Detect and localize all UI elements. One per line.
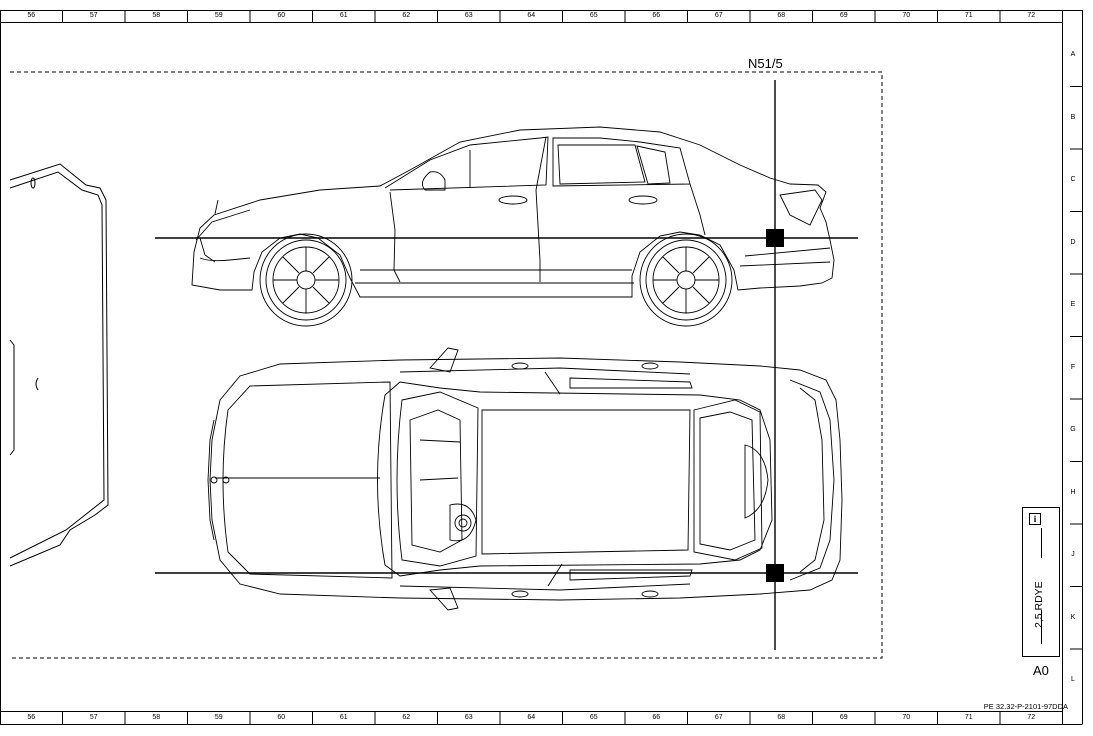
column-label-57: 57 (89, 12, 98, 19)
column-label-66: 66 (652, 12, 661, 19)
column-label-67: 67 (714, 12, 723, 19)
column-label-65: 65 (589, 714, 598, 721)
column-label-71: 71 (964, 12, 973, 19)
column-label-64: 64 (527, 714, 536, 721)
column-label-69: 69 (839, 12, 848, 19)
column-label-72: 72 (1027, 714, 1036, 721)
column-label-69: 69 (839, 714, 848, 721)
column-label-62: 62 (402, 12, 411, 19)
column-label-60: 60 (277, 714, 286, 721)
control-unit-outline (9, 163, 109, 567)
row-label-G: G (1070, 426, 1076, 434)
column-label-68: 68 (777, 714, 786, 721)
row-label-E: E (1070, 301, 1076, 309)
column-label-57: 57 (89, 714, 98, 721)
car-top-view (207, 347, 843, 611)
column-label-61: 61 (339, 714, 348, 721)
component-marker-side (766, 229, 784, 247)
info-icon[interactable]: i (1029, 513, 1041, 525)
wire-color-label: 2,5 RDYE (1033, 581, 1045, 628)
column-label-59: 59 (214, 12, 223, 19)
row-label-C: C (1070, 176, 1076, 184)
column-label-59: 59 (214, 714, 223, 721)
wire-legend-box: i 2,5 RDYE (1022, 507, 1060, 657)
column-label-62: 62 (402, 714, 411, 721)
harness-area-outline (10, 71, 883, 659)
row-label-H: H (1070, 488, 1076, 496)
column-label-60: 60 (277, 12, 286, 19)
column-label-63: 63 (464, 12, 473, 19)
column-label-70: 70 (902, 714, 911, 721)
row-label-L: L (1071, 676, 1075, 684)
wire-line-upper (1041, 528, 1042, 558)
column-label-71: 71 (964, 714, 973, 721)
sheet-frame (0, 10, 1083, 725)
column-label-67: 67 (714, 714, 723, 721)
car-side-view (191, 126, 835, 327)
row-label-J: J (1071, 551, 1075, 559)
wire-line-lower (1041, 610, 1042, 644)
row-label-A: A (1070, 51, 1076, 59)
harness-lines (155, 80, 858, 650)
row-label-F: F (1070, 363, 1076, 371)
component-marker-top (766, 564, 784, 582)
column-label-68: 68 (777, 12, 786, 19)
component-label: N51/5 (748, 56, 783, 71)
column-label-65: 65 (589, 12, 598, 19)
column-label-56: 56 (27, 12, 36, 19)
row-label-K: K (1070, 613, 1076, 621)
column-label-70: 70 (902, 12, 911, 19)
document-code: PE 32.32-P-2101-97DDA (983, 702, 1068, 711)
column-label-56: 56 (27, 714, 36, 721)
column-label-58: 58 (152, 714, 161, 721)
column-label-66: 66 (652, 714, 661, 721)
column-label-58: 58 (152, 12, 161, 19)
column-label-64: 64 (527, 12, 536, 19)
column-label-61: 61 (339, 12, 348, 19)
row-label-D: D (1070, 238, 1076, 246)
location-code: A0 (1033, 663, 1049, 678)
column-label-63: 63 (464, 714, 473, 721)
column-label-72: 72 (1027, 12, 1036, 19)
row-label-B: B (1070, 113, 1076, 121)
